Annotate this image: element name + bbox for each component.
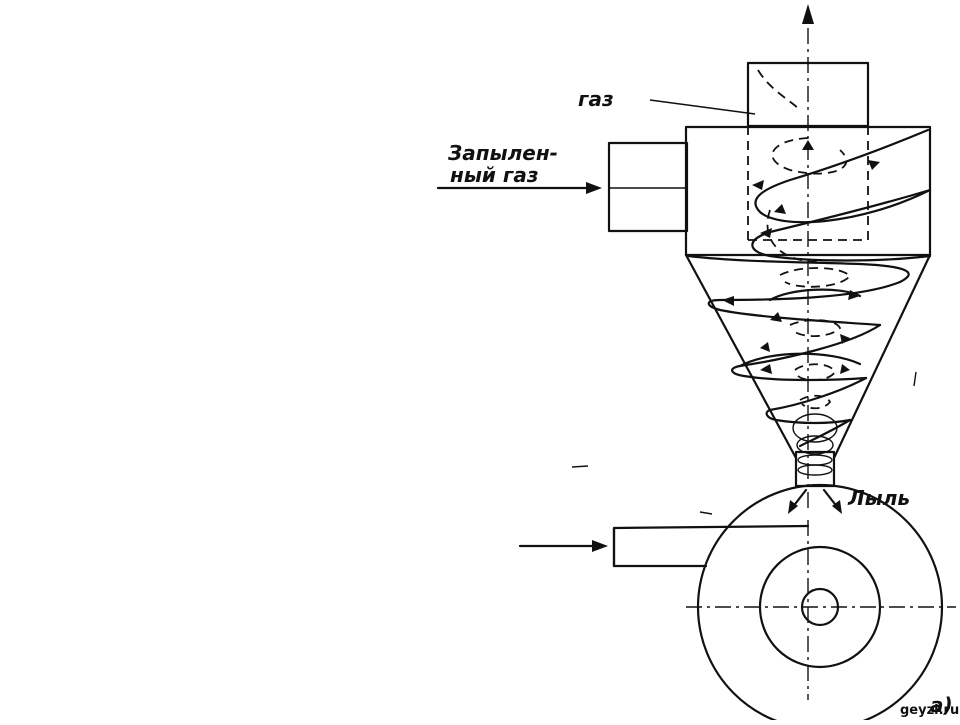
- inlet-arrow: [436, 182, 602, 194]
- inner-vortex-flow: [757, 69, 852, 410]
- inlet-duct: [607, 141, 689, 233]
- plan-view: [518, 483, 956, 725]
- flow-direction-arrows: [722, 140, 880, 374]
- figure-letter: а): [930, 693, 953, 717]
- label-inlet-line1: Запылен-: [447, 141, 558, 165]
- gas-label-leader: [649, 99, 756, 115]
- dust-arrows: [788, 488, 842, 514]
- outlet-pipe: [746, 61, 870, 241]
- stray-mark: [699, 511, 713, 515]
- cyclone-cone: [684, 253, 932, 460]
- watermark: geyzi.ru: [900, 703, 959, 718]
- stray-mark: [571, 465, 589, 468]
- outer-vortex-flow: [686, 128, 932, 455]
- label-gas-outlet: газ: [578, 87, 614, 111]
- label-inlet-line2: ный газ: [450, 163, 538, 187]
- stray-mark: [913, 371, 917, 387]
- gas-outlet-arrow: [802, 4, 814, 24]
- dust-outlet-nozzle: [794, 450, 836, 488]
